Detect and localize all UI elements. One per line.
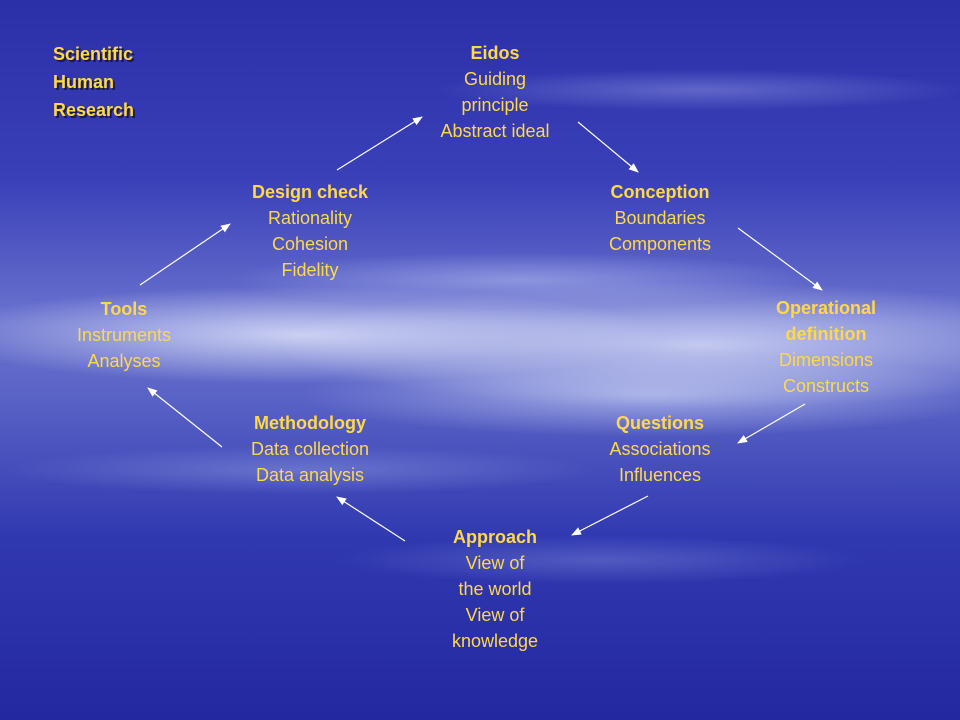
node-text: knowledge (451, 631, 539, 651)
node-text: Influences (618, 465, 702, 485)
node-methodology: Methodology Data collection Data analysi… (210, 410, 410, 488)
node-text: Associations (609, 439, 711, 459)
node-text: View of (465, 553, 525, 573)
corner-title: Scientific Human Research (53, 40, 134, 124)
node-tools: Tools Instruments Analyses (24, 296, 224, 374)
node-heading: Tools (100, 299, 148, 319)
node-heading: Conception (610, 182, 710, 202)
node-text: Analyses (87, 351, 161, 371)
arrow-questions-to-approach (571, 495, 649, 536)
node-text: Cohesion (271, 234, 349, 254)
corner-title-line: Research (53, 100, 135, 120)
node-text: Components (608, 234, 712, 254)
arrow-tools-to-design-check (139, 223, 231, 286)
node-text: Instruments (76, 325, 172, 345)
node-heading: Eidos (470, 43, 520, 63)
node-text: Boundaries (614, 208, 706, 228)
node-heading: Methodology (254, 413, 366, 433)
node-heading: Approach (452, 527, 537, 547)
node-operational-definition: Operational definition Dimensions Constr… (726, 295, 926, 399)
node-questions: Questions Associations Influences (560, 410, 760, 488)
node-heading: Operational (775, 298, 877, 318)
arrow-operational-to-questions (737, 403, 806, 444)
arrow-conception-to-operational (737, 227, 823, 291)
arrow-approach-to-methodology (336, 496, 406, 542)
node-heading: definition (785, 324, 867, 344)
arrow-eidos-to-conception (577, 121, 639, 173)
node-text: the world (458, 579, 532, 599)
node-text: Guiding (463, 69, 527, 89)
node-eidos: Eidos Guiding principle Abstract ideal (395, 40, 595, 144)
node-approach: Approach View of the world View of knowl… (395, 524, 595, 654)
node-heading: Design check (251, 182, 369, 202)
node-text: Dimensions (778, 350, 874, 370)
node-text: Rationality (267, 208, 353, 228)
node-text: View of (465, 605, 525, 625)
node-conception: Conception Boundaries Components (560, 179, 760, 257)
node-text: Fidelity (281, 260, 339, 280)
node-text: Constructs (782, 376, 870, 396)
corner-title-line: Scientific (53, 44, 134, 64)
node-text: Abstract ideal (440, 121, 550, 141)
node-heading: Questions (615, 413, 704, 433)
node-text: Data analysis (255, 465, 365, 485)
node-design-check: Design check Rationality Cohesion Fideli… (210, 179, 410, 283)
corner-title-line: Human (53, 72, 115, 92)
node-text: principle (461, 95, 529, 115)
arrow-methodology-to-tools (147, 387, 223, 448)
node-text: Data collection (250, 439, 370, 459)
arrow-design-check-to-eidos (336, 116, 423, 171)
